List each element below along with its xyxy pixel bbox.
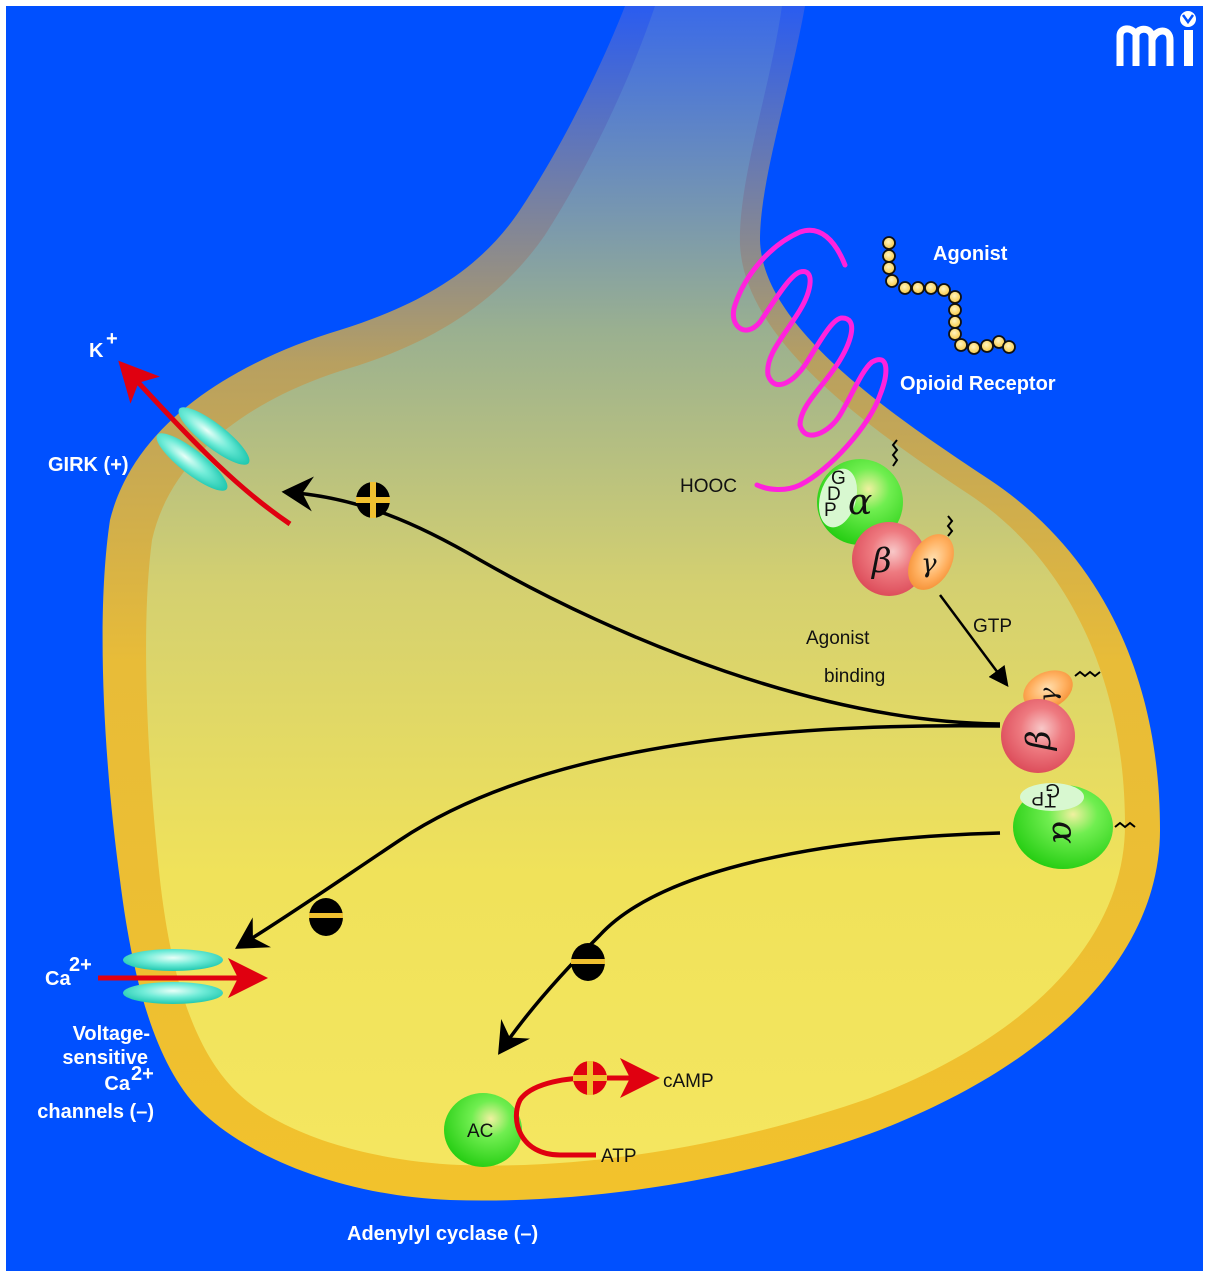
agonist-bead [937,283,951,297]
beta-symbol-free: β [1019,730,1059,752]
agonist-bead [911,281,925,295]
k-ion-label: K [89,340,104,362]
gtp-bound [1020,783,1084,811]
adenylyl-cyclase-inhibition-minus-icon [571,943,605,981]
agonist-bead [885,274,899,288]
gtp-p: P [1031,787,1044,808]
g-beta-subunit-free [1001,699,1075,773]
mi-logo-icon [1116,11,1196,66]
vscc-label-line3-sup: 2+ [131,1063,154,1085]
agonist-bead [924,281,938,295]
agonist-bead [948,290,962,304]
gtp-g: G [1045,779,1060,800]
agonist-bead [954,338,968,352]
agonist-bead [1002,340,1016,354]
lipid-anchor-gamma [946,515,954,537]
k-ion-charge: + [106,328,118,350]
agonist-bead [882,249,896,263]
agonist-binding-label-line2: binding [824,666,885,687]
agonist-binding-label-line1: Agonist [806,628,870,649]
gamma-symbol-free: γ [1034,687,1062,702]
atp-to-camp-arrow [513,1058,660,1158]
agonist-molecule [882,236,1016,355]
agonist-bead [898,281,912,295]
agonist-label: Agonist [933,243,1008,265]
gdp-d: D [827,484,841,505]
ac-label: AC [467,1121,493,1142]
camp-label: cAMP [663,1071,714,1092]
lipid-anchor-alpha-free [1114,821,1136,829]
g-beta-subunit [852,522,926,596]
cytoplasm [146,6,1126,1166]
g-protein-heterotrimer: G D P α β γ [817,439,954,596]
agonist-bead [948,303,962,317]
gamma-symbol: γ [921,549,937,579]
ca-channel-inhibition-minus-icon [309,898,343,936]
girk-label: GIRK (+) [48,454,129,476]
arrow-alpha-to-adenylyl-cyclase [498,831,1001,1055]
ca-ion-label: Ca [45,968,71,990]
vscc-label-line1: Voltage- [73,1023,150,1045]
g-beta-gamma-dimer: γ β [1001,670,1101,773]
k-efflux-arrow [118,360,292,527]
lipid-anchor-gamma-free [1074,670,1101,678]
gtp-t: T [1044,789,1056,810]
agonist-bead [882,261,896,275]
hooc-label: HOOC [680,476,737,497]
gdp-bound [818,468,858,528]
lipid-anchor-alpha [891,439,899,467]
gtp-exchange-arrow [938,594,1009,688]
alpha-symbol: α [848,482,872,523]
gtp-label: GTP [973,616,1012,637]
voltage-sensitive-ca-channel [98,949,268,1004]
vscc-label-line3: Ca [104,1073,130,1095]
agonist-bead [967,341,981,355]
girk-activation-plus-icon [356,482,390,518]
gdp-p: P [824,500,837,521]
adenylyl-cyclase: AC [444,1058,660,1167]
beta-symbol: β [870,541,892,581]
vscc-label-line2: sensitive [62,1047,148,1069]
adenylyl-cyclase-label: Adenylyl cyclase (–) [347,1223,538,1245]
opioid-receptor [731,227,889,492]
opioid-receptor-label: Opioid Receptor [900,373,1056,395]
g-gamma-subunit [908,534,954,590]
alpha-symbol-free: α [1044,821,1084,844]
girk-channel [118,360,292,527]
agonist-bead [882,236,896,250]
arrow-betagamma-to-ca-channel [235,723,1001,949]
g-alpha-gtp: G T P α [1013,779,1136,869]
agonist-bead [980,339,994,353]
atp-label: ATP [601,1146,637,1167]
agonist-bead [948,315,962,329]
ca-ion-charge: 2+ [69,954,92,976]
camp-production-plus-icon [573,1061,607,1095]
agonist-bead [948,327,962,341]
vscc-label-line4: channels (–) [37,1101,154,1123]
gdp-g: G [831,468,846,489]
